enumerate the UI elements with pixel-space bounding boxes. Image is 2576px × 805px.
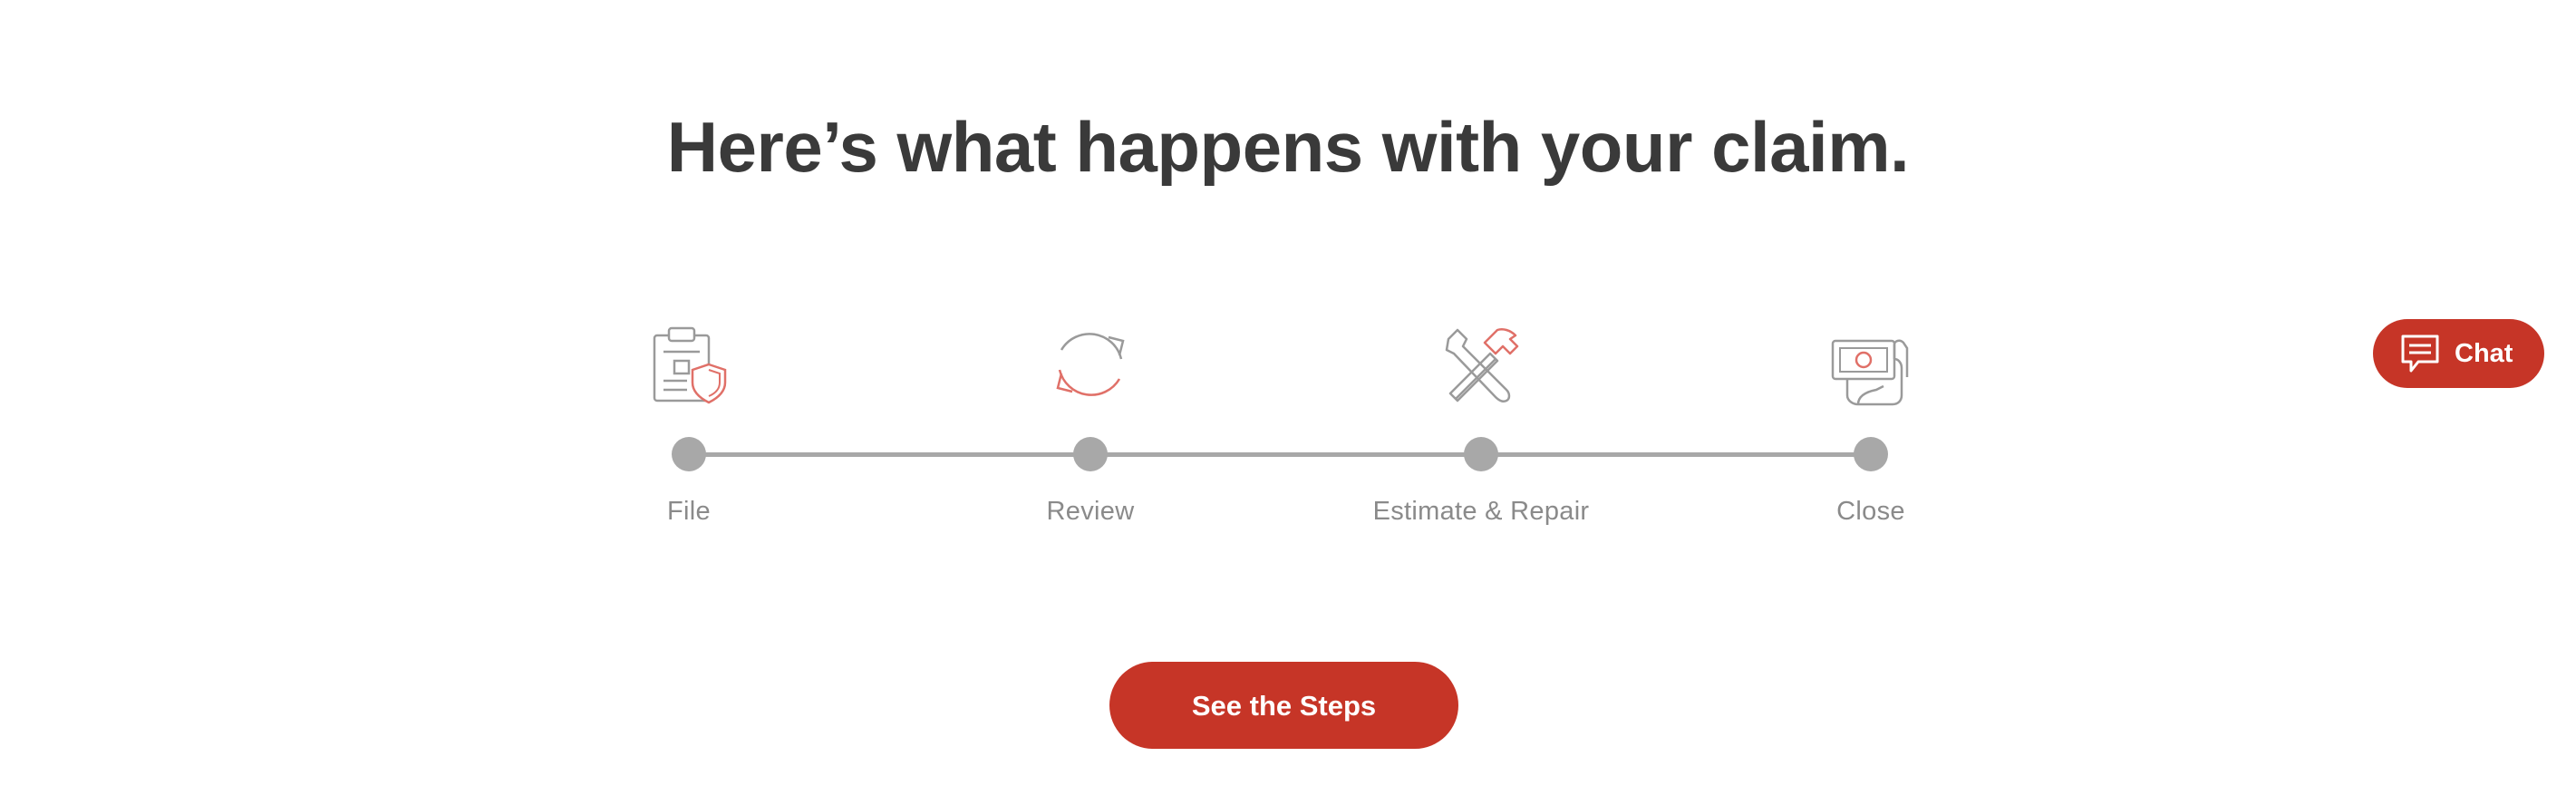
timeline-line [689, 452, 1871, 457]
step-label: Estimate & Repair [1372, 497, 1590, 526]
step-label: File [667, 497, 711, 526]
tools-icon [1439, 323, 1523, 406]
hand-money-icon [1829, 323, 1913, 406]
chat-label: Chat [2455, 339, 2513, 368]
see-the-steps-button[interactable]: See the Steps [1109, 662, 1458, 749]
step-dot [672, 437, 706, 471]
refresh-icon [1049, 323, 1132, 406]
chat-bubble-icon [2400, 334, 2440, 375]
chat-button[interactable]: Chat [2373, 319, 2544, 388]
step-label: Close [1836, 497, 1905, 526]
step-dot [1854, 437, 1888, 471]
step-dot [1464, 437, 1498, 471]
step-dot [1073, 437, 1108, 471]
clipboard-shield-icon [647, 323, 731, 406]
step-label: Review [1046, 497, 1135, 526]
page-title: Here’s what happens with your claim. [666, 107, 1910, 187]
